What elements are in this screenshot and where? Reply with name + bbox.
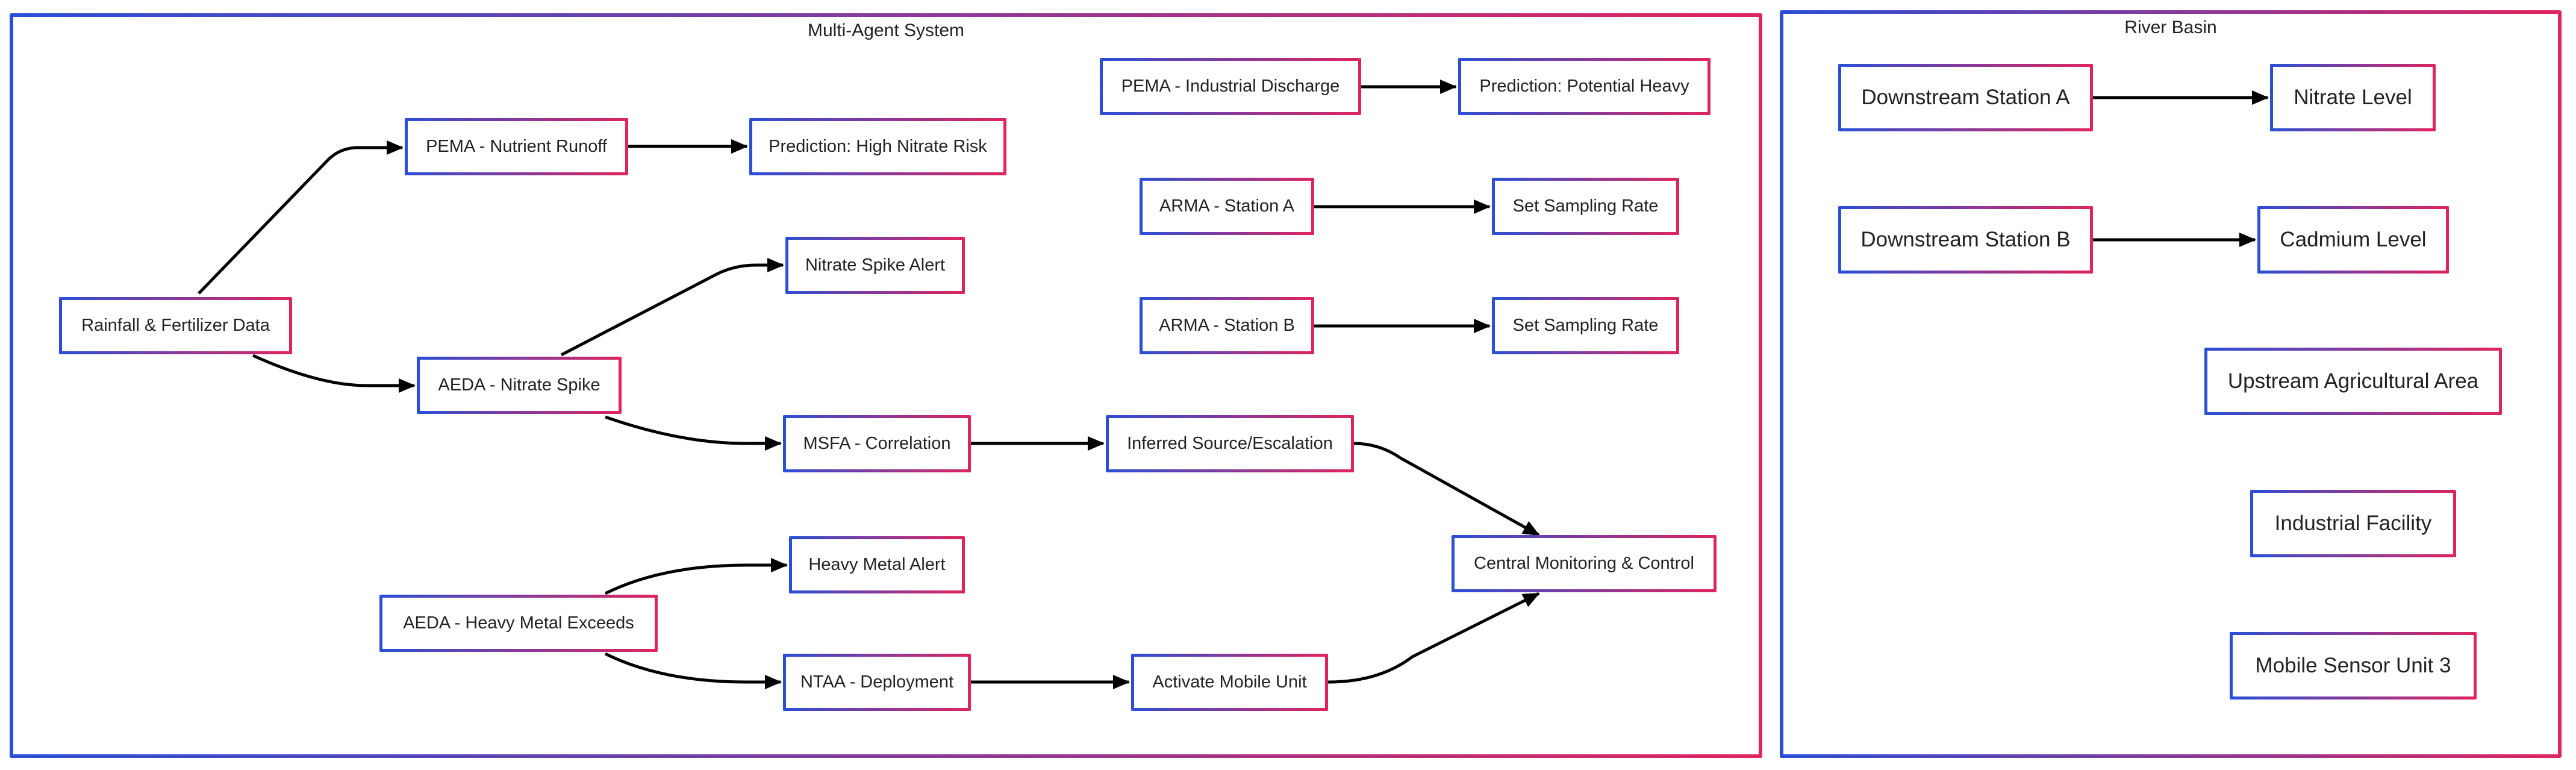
- node-set-sampling-rate-b[interactable]: Set Sampling Rate: [1492, 297, 1679, 354]
- node-mobile-sensor-unit-3[interactable]: Mobile Sensor Unit 3: [2230, 632, 2477, 700]
- node-upstream-agricultural-area[interactable]: Upstream Agricultural Area: [2204, 348, 2502, 415]
- edge-aeda-heavy-to-heavy-alert: [604, 558, 788, 595]
- node-pema-nutrient-runoff[interactable]: PEMA - Nutrient Runoff: [405, 118, 628, 175]
- node-set-sampling-rate-a[interactable]: Set Sampling Rate: [1492, 178, 1679, 235]
- node-nitrate-level[interactable]: Nitrate Level: [2270, 64, 2436, 131]
- node-arma-station-a[interactable]: ARMA - Station A: [1140, 178, 1314, 235]
- node-ntaa-deployment[interactable]: NTAA - Deployment: [783, 654, 971, 711]
- node-industrial-facility[interactable]: Industrial Facility: [2250, 490, 2456, 557]
- node-aeda-nitrate-spike[interactable]: AEDA - Nitrate Spike: [417, 357, 622, 414]
- edge-aeda-nitrate-to-nitrate-alert: [560, 258, 784, 357]
- edge-aeda-heavy-to-ntaa: [604, 652, 782, 689]
- node-inferred-source-escalation[interactable]: Inferred Source/Escalation: [1106, 415, 1354, 472]
- node-downstream-station-b[interactable]: Downstream Station B: [1838, 206, 2093, 274]
- node-nitrate-spike-alert[interactable]: Nitrate Spike Alert: [785, 237, 965, 294]
- cluster-title-multi-agent-system: Multi-Agent System: [807, 20, 965, 40]
- node-downstream-station-a[interactable]: Downstream Station A: [1838, 64, 2093, 131]
- node-aeda-heavy-metal-exceeds[interactable]: AEDA - Heavy Metal Exceeds: [379, 595, 658, 652]
- node-central-monitoring-control[interactable]: Central Monitoring & Control: [1452, 535, 1717, 592]
- cluster-title-river-basin: River Basin: [2124, 17, 2217, 37]
- edge-rainfall-to-pema-nutrient: [198, 140, 404, 295]
- node-heavy-metal-alert[interactable]: Heavy Metal Alert: [789, 536, 965, 593]
- node-msfa-correlation[interactable]: MSFA - Correlation: [783, 415, 971, 472]
- node-cadmium-level[interactable]: Cadmium Level: [2257, 206, 2449, 274]
- edge-activate-to-central: [1327, 592, 1540, 684]
- node-activate-mobile-unit[interactable]: Activate Mobile Unit: [1131, 654, 1328, 711]
- node-prediction-high-nitrate-risk[interactable]: Prediction: High Nitrate Risk: [749, 118, 1006, 175]
- node-arma-station-b[interactable]: ARMA - Station B: [1140, 297, 1314, 354]
- edge-rainfall-to-aeda-nitrate: [252, 354, 416, 393]
- edge-inferred-to-central: [1353, 442, 1540, 537]
- edge-aeda-nitrate-to-msfa: [605, 415, 782, 451]
- node-pema-industrial-discharge[interactable]: PEMA - Industrial Discharge: [1100, 58, 1361, 115]
- node-rainfall-fertilizer-data[interactable]: Rainfall & Fertilizer Data: [59, 297, 292, 354]
- node-prediction-potential-heavy[interactable]: Prediction: Potential Heavy: [1458, 58, 1711, 115]
